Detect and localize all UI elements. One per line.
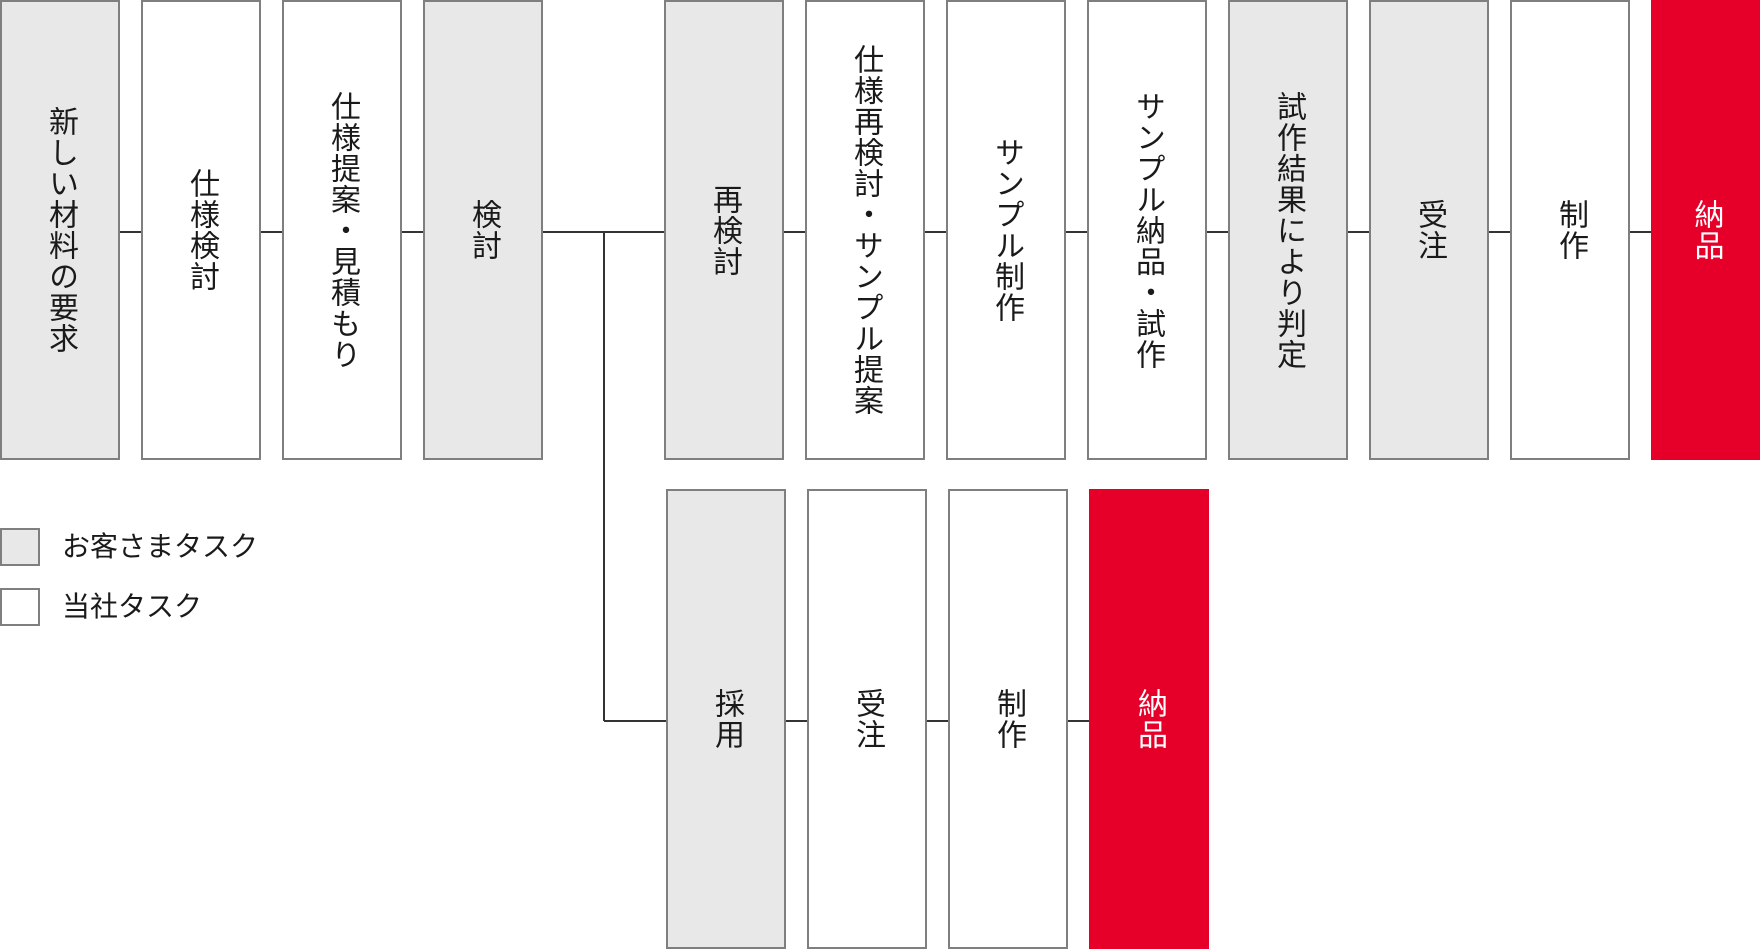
legend-label-company: 当社タスク <box>62 590 203 623</box>
step-label: 受注 <box>850 688 885 750</box>
step-label: 仕様検討 <box>184 168 219 292</box>
step-label: 受注 <box>1412 199 1447 261</box>
step-label: サンプル制作 <box>989 137 1024 323</box>
step-consideration: 検討 <box>423 0 543 460</box>
step-trial-result-judgement: 試作結果により判定 <box>1228 0 1348 460</box>
legend-label-customer: お客さまタスク <box>62 530 259 563</box>
step-label: 試作結果により判定 <box>1271 90 1306 370</box>
step-production: 制作 <box>1510 0 1630 460</box>
step-label: 仕様再検討・サンプル提案 <box>848 44 883 416</box>
step-adoption: 採用 <box>666 489 786 949</box>
step-label: サンプル納品・試作 <box>1130 90 1165 370</box>
step-label: 検討 <box>466 199 501 261</box>
step-order-received-2: 受注 <box>807 489 927 949</box>
legend-swatch-company <box>0 588 40 626</box>
step-label: 制作 <box>991 688 1026 750</box>
step-spec-proposal-estimate: 仕様提案・見積もり <box>282 0 402 460</box>
step-label: 採用 <box>709 688 744 750</box>
step-new-material-request: 新しい材料の要求 <box>0 0 120 460</box>
step-label: 仕様提案・見積もり <box>325 90 360 370</box>
step-spec-review: 仕様検討 <box>141 0 261 460</box>
step-label: 納品 <box>1132 688 1167 750</box>
step-reconsideration: 再検討 <box>664 0 784 460</box>
step-label: 制作 <box>1553 199 1588 261</box>
step-label: 再検討 <box>707 183 742 277</box>
step-order-received: 受注 <box>1369 0 1489 460</box>
step-label: 納品 <box>1688 199 1724 261</box>
step-spec-rereview-sample-proposal: 仕様再検討・サンプル提案 <box>805 0 925 460</box>
step-delivery: 納品 <box>1651 0 1760 460</box>
step-label: 新しい材料の要求 <box>43 106 78 354</box>
step-sample-delivery-trial: サンプル納品・試作 <box>1087 0 1207 460</box>
step-sample-production: サンプル制作 <box>946 0 1066 460</box>
step-production-2: 制作 <box>948 489 1068 949</box>
legend-swatch-customer <box>0 528 40 566</box>
step-delivery-2: 納品 <box>1089 489 1209 949</box>
